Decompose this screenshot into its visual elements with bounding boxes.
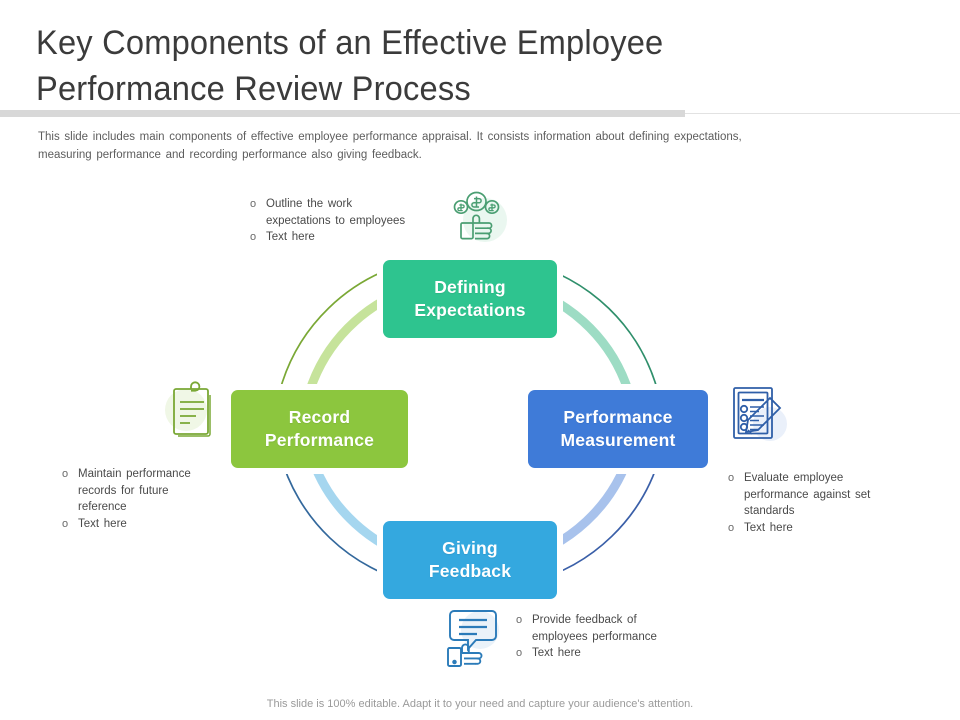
list-item: o Evaluate employee performance against … (728, 470, 938, 520)
checklist-pencil-icon (733, 387, 787, 441)
bullet-marker: o (62, 517, 69, 530)
title-divider-thin (685, 113, 960, 114)
title-divider-thick (0, 110, 685, 117)
bullet-marker: o (62, 468, 69, 480)
bullet-marker: o (728, 472, 735, 484)
list-item: o Text here (516, 645, 706, 662)
process-box-defining-expectations[interactable]: Defining Expectations (383, 260, 557, 338)
process-box-performance-measurement[interactable]: Performance Measurement (528, 390, 708, 468)
callout-record-list: o Maintain performance records for futur… (62, 466, 262, 532)
bullet-marker: o (516, 614, 523, 626)
title-divider (0, 110, 960, 117)
list-item-text: Evaluate employee performance against se… (744, 472, 871, 517)
list-item-text: Text here (266, 231, 315, 243)
bullet-marker: o (250, 231, 257, 243)
callout-defining-expectations: o Outline the work expectations to emplo… (250, 191, 510, 246)
callout-defining-list: o Outline the work expectations to emplo… (250, 196, 440, 246)
bullet-marker: o (250, 198, 257, 210)
list-item-text: Text here (532, 647, 581, 659)
slide-description: This slide includes main components of e… (38, 131, 742, 161)
list-item-text: Maintain performance records for future … (78, 468, 191, 513)
list-item: o Text here (62, 516, 262, 533)
speech-bubble-thumbs-up-icon (447, 610, 499, 667)
list-item: o Text here (250, 229, 440, 246)
cycle-diagram: Defining Expectations Performance Measur… (0, 170, 960, 690)
callout-measurement-list: o Evaluate employee performance against … (728, 470, 938, 536)
list-item: o Maintain performance records for futur… (62, 466, 262, 516)
money-thumbs-up-icon (453, 191, 507, 242)
bullet-marker: o (516, 647, 523, 659)
list-item: o Outline the work expectations to emplo… (250, 196, 440, 229)
clipboard-notes-icon (165, 381, 211, 437)
slide-footer-note: This slide is 100% editable. Adapt it to… (266, 698, 694, 710)
list-item-text: Outline the work expectations to employe… (266, 198, 406, 227)
process-box-record-performance[interactable]: Record Performance (231, 390, 408, 468)
list-item-text: Provide feedback of employees performanc… (532, 614, 657, 643)
page-title: Key Components of an Effective Employee … (36, 24, 664, 108)
list-item: o Provide feedback of employees performa… (516, 612, 706, 645)
list-item-text: Text here (744, 521, 793, 534)
callout-feedback-list: o Provide feedback of employees performa… (516, 612, 706, 662)
bullet-marker: o (728, 521, 735, 534)
list-item-text: Text here (78, 517, 127, 530)
list-item: o Text here (728, 520, 938, 537)
process-box-giving-feedback[interactable]: Giving Feedback (383, 521, 557, 599)
